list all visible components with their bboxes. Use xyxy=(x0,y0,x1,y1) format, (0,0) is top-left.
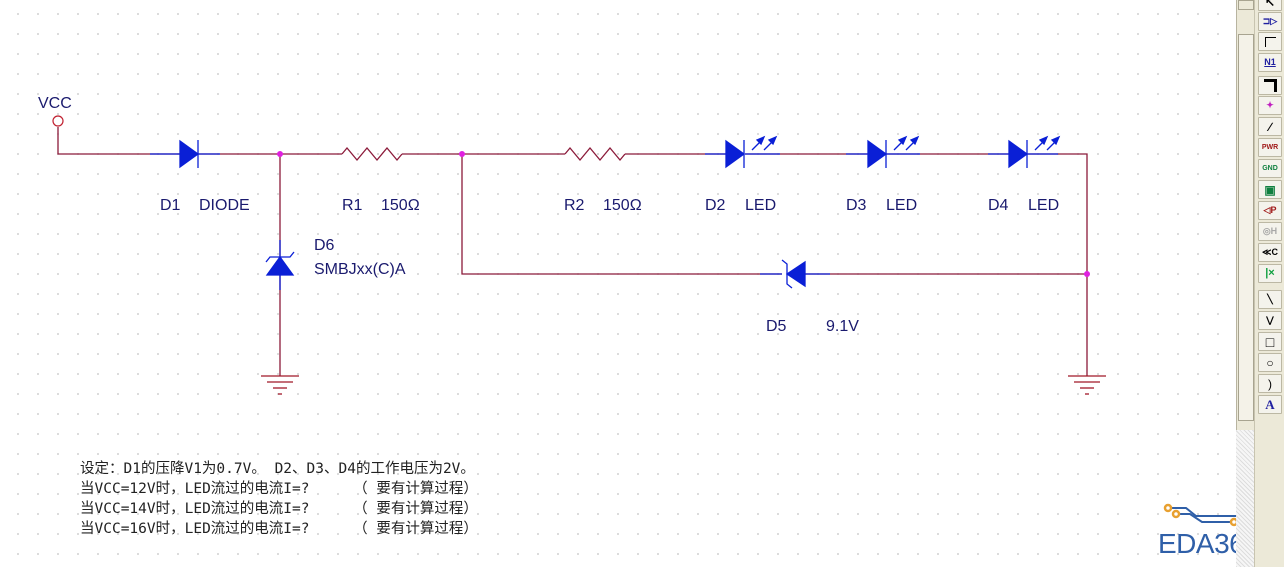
r1-ref: R1 xyxy=(342,197,363,214)
block-icon: ▣ xyxy=(1264,182,1276,197)
vertical-scrollbar[interactable] xyxy=(1236,0,1255,430)
polyline-icon: ⋁ xyxy=(1266,315,1274,325)
bus-icon xyxy=(1263,79,1277,92)
d4-led-symbol[interactable] xyxy=(1008,135,1061,169)
net-alias-icon: N1 xyxy=(1264,57,1276,67)
d1-diode-symbol[interactable] xyxy=(179,139,200,169)
power-button[interactable]: PWR xyxy=(1258,138,1282,157)
wires xyxy=(57,127,1088,376)
junction-button[interactable]: ✦ xyxy=(1258,96,1282,115)
d1-ref: D1 xyxy=(160,197,181,214)
ellipse-button[interactable]: ○ xyxy=(1258,353,1282,372)
r1-value: 150Ω xyxy=(381,197,420,214)
ground-button[interactable]: GND xyxy=(1258,159,1282,178)
junction-dot xyxy=(277,151,283,157)
note-line-question-16v: 当VCC=16V时，LED流过的电流I=? （ 要有计算过程） xyxy=(80,521,478,537)
select-icon: ↖ xyxy=(1264,0,1276,9)
d4-ref: D4 xyxy=(988,197,1009,214)
place-part-button[interactable]: ⊐▷ xyxy=(1258,12,1282,31)
line-button[interactable]: ╲ xyxy=(1258,290,1282,309)
note-line-conditions: 设定：D1的压降V1为0.7V。 D2、D3、D4的工作电压为2V。 xyxy=(80,461,475,477)
note-line-question-14v: 当VCC=14V时，LED流过的电流I=? （ 要有计算过程） xyxy=(80,501,478,517)
arc-icon: ) xyxy=(1268,376,1272,391)
d6-tvs-symbol[interactable] xyxy=(265,251,295,276)
hier-pin-icon: ◎H xyxy=(1262,226,1278,236)
arc-button[interactable]: ) xyxy=(1258,374,1282,393)
r2-value: 150Ω xyxy=(603,197,642,214)
d5-ref: D5 xyxy=(766,318,787,335)
polyline-button[interactable]: ⋁ xyxy=(1258,311,1282,330)
r2-resistor-symbol[interactable] xyxy=(564,146,626,162)
select-tool-button[interactable]: ↖ xyxy=(1258,0,1282,11)
d3-led-symbol[interactable] xyxy=(867,135,920,169)
d3-value: LED xyxy=(886,197,918,214)
place-wire-button[interactable] xyxy=(1258,32,1282,51)
no-connect-icon: |× xyxy=(1265,267,1275,279)
ground-d6-icon xyxy=(261,375,299,395)
off-page-connector-button[interactable]: ≪C xyxy=(1258,243,1282,262)
vcc-terminal-icon xyxy=(52,115,64,127)
d2-value: LED xyxy=(745,197,777,214)
bus-entry-button[interactable]: ∕ xyxy=(1258,117,1282,136)
port-button[interactable]: ◁P xyxy=(1258,201,1282,220)
d6-value: SMBJxx(C)A xyxy=(314,261,406,278)
port-icon: ◁P xyxy=(1263,205,1277,215)
wire-d4-ground xyxy=(1027,153,1088,376)
junction-dot xyxy=(459,151,465,157)
ground-right-icon xyxy=(1068,375,1106,395)
hierarchical-pin-button[interactable]: ◎H xyxy=(1258,222,1282,241)
text-button[interactable]: A xyxy=(1258,395,1282,414)
ellipse-icon: ○ xyxy=(1266,355,1274,370)
d1-value: DIODE xyxy=(199,197,250,214)
ground-icon: GND xyxy=(1262,165,1278,172)
junction-icon: ✦ xyxy=(1266,100,1274,110)
wire-d5-branch xyxy=(461,154,782,275)
scrollbar-thumb[interactable] xyxy=(1238,34,1254,421)
vcc-label: VCC xyxy=(38,95,72,112)
note-line-question-12v: 当VCC=12V时，LED流过的电流I=? （ 要有计算过程） xyxy=(80,481,478,497)
hierarchical-block-button[interactable]: ▣ xyxy=(1258,180,1282,199)
rectangle-icon: □ xyxy=(1265,333,1275,350)
place-toolbar: ↖ ⊐▷ N1 ✦ ∕ PWR GND ▣ ◁P ◎H ≪C |× ╲ ⋁ □ … xyxy=(1254,0,1284,567)
d2-ref: D2 xyxy=(705,197,726,214)
r1-resistor-symbol[interactable] xyxy=(341,146,403,162)
place-bus-button[interactable] xyxy=(1258,76,1282,95)
scrollbar-corner xyxy=(1236,430,1254,567)
d5-value: 9.1V xyxy=(826,318,859,335)
off-page-icon: ≪C xyxy=(1262,247,1278,257)
net-alias-button[interactable]: N1 xyxy=(1258,53,1282,72)
schematic-drawing xyxy=(52,115,1106,395)
wire-vcc-d1 xyxy=(57,127,180,155)
d5-zener-symbol[interactable] xyxy=(781,259,806,289)
junction-dot xyxy=(1084,271,1090,277)
d3-ref: D3 xyxy=(846,197,867,214)
scroll-up-button[interactable] xyxy=(1238,0,1254,10)
wire-icon xyxy=(1264,36,1276,47)
r2-ref: R2 xyxy=(564,197,585,214)
d4-value: LED xyxy=(1028,197,1060,214)
no-connect-button[interactable]: |× xyxy=(1258,264,1282,283)
d2-led-symbol[interactable] xyxy=(725,135,778,169)
rectangle-button[interactable]: □ xyxy=(1258,332,1282,351)
line-icon: ╲ xyxy=(1267,294,1273,304)
junctions xyxy=(277,151,1090,277)
power-icon: PWR xyxy=(1261,144,1279,151)
bus-entry-icon: ∕ xyxy=(1268,119,1271,134)
part-icon: ⊐▷ xyxy=(1262,16,1278,26)
d6-ref: D6 xyxy=(314,237,335,254)
text-icon: A xyxy=(1265,397,1275,412)
